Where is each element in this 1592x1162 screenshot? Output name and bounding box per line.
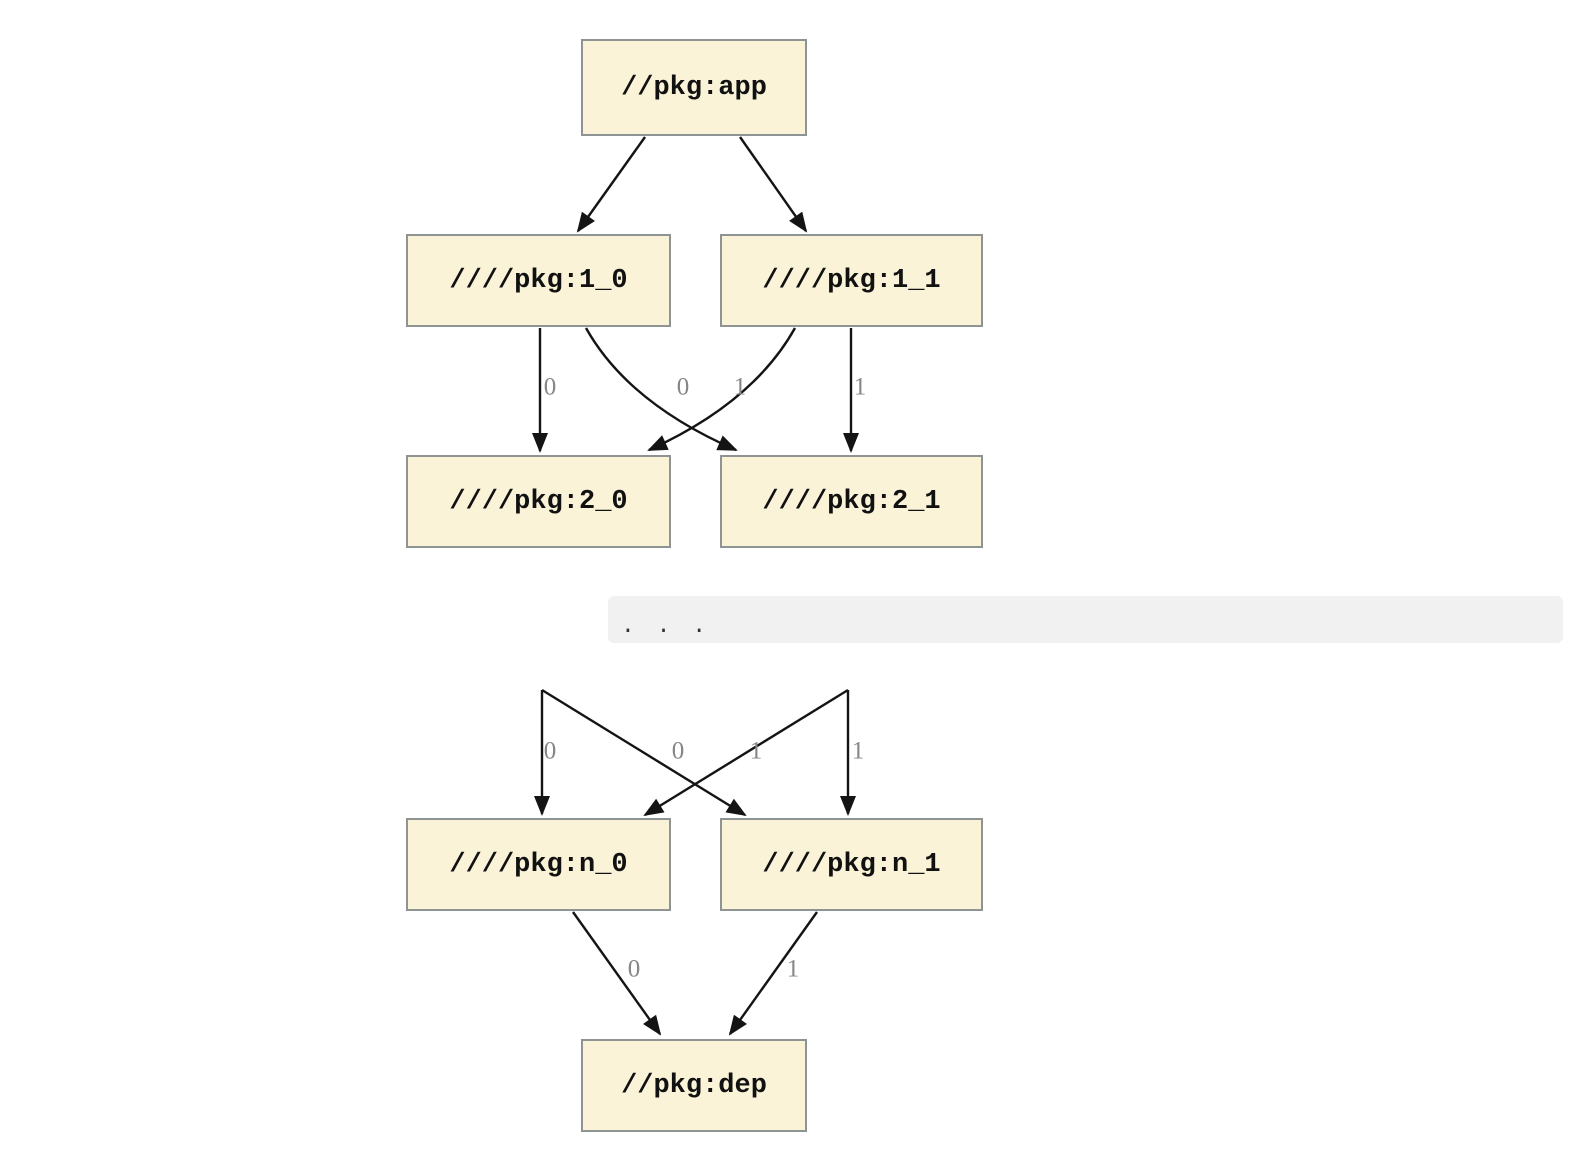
edge-label: 1 [853, 373, 867, 401]
edge-n-0-to-dep [572, 911, 662, 1036]
edge-label: 0 [676, 373, 690, 401]
edge-label: 1 [749, 737, 763, 765]
node-pkg-dep: //pkg:dep [581, 1039, 807, 1132]
node-label: ////pkg:2_0 [449, 486, 628, 517]
node-label: ////pkg:2_1 [762, 486, 941, 517]
node-label: ////pkg:1_0 [449, 265, 628, 296]
edge-label: 1 [786, 955, 800, 983]
edge-label: 1 [733, 373, 747, 401]
edge-app-to-1-1 [739, 136, 808, 233]
edge-1-0-to-2-1 [584, 327, 738, 452]
edge-app-to-1-0 [576, 136, 646, 233]
node-label: ////pkg:1_1 [762, 265, 941, 296]
edge-label: 1 [851, 737, 865, 765]
edge-1-1-to-2-0 [647, 327, 797, 452]
ellipsis-text: . . . [621, 613, 711, 639]
node-pkg-1-1: ////pkg:1_1 [720, 234, 983, 327]
node-label: ////pkg:n_0 [449, 849, 628, 880]
node-pkg-1-0: ////pkg:1_0 [406, 234, 671, 327]
node-label: //pkg:dep [621, 1070, 767, 1101]
node-pkg-2-0: ////pkg:2_0 [406, 455, 671, 548]
edge-label: 0 [543, 373, 557, 401]
node-pkg-app: //pkg:app [581, 39, 807, 136]
edge-ellipsis-cross-to-n-1 [541, 688, 747, 817]
node-pkg-2-1: ////pkg:2_1 [720, 455, 983, 548]
ellipsis-bar: . . . [608, 596, 1563, 643]
node-label: ////pkg:n_1 [762, 849, 941, 880]
node-pkg-n-0: ////pkg:n_0 [406, 818, 671, 911]
node-label: //pkg:app [621, 72, 767, 103]
edge-n-1-to-dep [728, 911, 818, 1036]
edge-label: 0 [671, 737, 685, 765]
edge-label: 0 [543, 737, 557, 765]
edge-label: 0 [627, 955, 641, 983]
node-pkg-n-1: ////pkg:n_1 [720, 818, 983, 911]
